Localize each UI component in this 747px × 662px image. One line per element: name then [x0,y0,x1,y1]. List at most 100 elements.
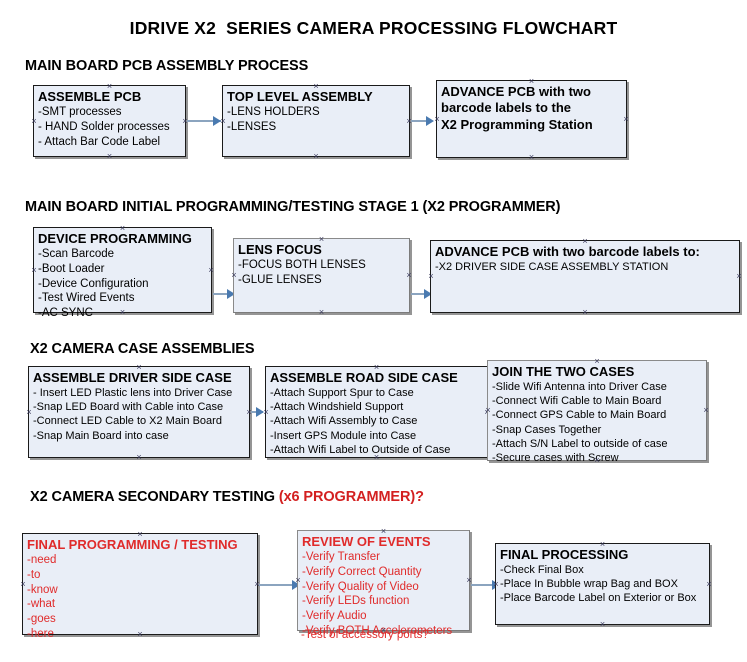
node-line: -Insert GPS Module into Case [270,429,417,442]
node-line: -GLUE LENSES [238,274,322,287]
connection-handle-left[interactable] [295,577,302,584]
connection-handle-left[interactable] [26,409,33,416]
node-line: -to [27,569,41,582]
node-line: -FOCUS BOTH LENSES [238,259,366,272]
connection-handle-top[interactable] [528,78,535,85]
node-advance-pcb-to-driver-side-case-station[interactable]: ADVANCE PCB with two barcode labels to: … [430,240,740,313]
connection-handle-bottom[interactable] [582,309,589,316]
node-assemble-pcb[interactable]: ASSEMBLE PCB -SMT processes - HAND Solde… [33,85,186,157]
connection-handle-top[interactable] [313,83,320,90]
node-line: -what [27,598,56,611]
node-review-of-events[interactable]: REVIEW OF EVENTS -Verify Transfer -Verif… [295,528,473,637]
node-line: -Device Configuration [38,277,149,290]
connection-handle-bottom[interactable] [594,457,601,464]
connection-handle-left[interactable] [434,116,441,123]
node-line: -Test Wired Events [38,292,135,305]
connection-handle-left[interactable] [263,409,270,416]
node-advance-pcb-to-x2-programming-station[interactable]: ADVANCE PCB with two barcode labels to t… [436,80,627,158]
connection-handle-left[interactable] [220,118,227,125]
node-line: - HAND Solder processes [38,121,170,134]
node-line: -Secure cases with Screw [492,451,619,464]
node-line: -need [27,554,57,567]
node-assemble-driver-side-case[interactable]: ASSEMBLE DRIVER SIDE CASE - Insert LED P… [28,366,250,458]
node-line: -Attach Windshield Support [270,401,404,414]
node-final-processing[interactable]: FINAL PROCESSING -Check Final Box -Place… [495,543,710,625]
connection-handle-top[interactable] [380,528,387,535]
connection-handle-bottom[interactable] [106,153,113,160]
node-line: -Connect LED Cable to X2 Main Board [33,415,222,428]
connection-handle-left[interactable] [493,581,500,588]
connection-handle-top[interactable] [136,364,143,371]
node-line: -know [27,583,58,596]
node-title: ASSEMBLE PCB [38,89,142,104]
node-line: -Slide Wifi Antenna into Driver Case [492,381,667,394]
connection-handle-top[interactable] [594,358,601,365]
node-line: -Snap LED Board with Cable into Case [33,401,224,414]
node-line: -Boot Loader [38,263,105,276]
arrowhead-icon [227,289,235,299]
connection-handle-top[interactable] [318,236,325,243]
connection-handle-top[interactable] [119,225,126,232]
connection-handle-bottom[interactable] [599,621,606,628]
node-title: LENS FOCUS [238,242,322,257]
section-heading-text: MAIN BOARD PCB ASSEMBLY PROCESS [25,58,309,74]
node-line: barcode labels to the [441,100,572,116]
node-join-the-two-cases[interactable]: JOIN THE TWO CASES -Slide Wifi Antenna i… [485,358,710,464]
node-title: TOP LEVEL ASSEMBLY [227,89,373,104]
connection-handle-top[interactable] [137,531,144,538]
connection-handle-right[interactable] [736,273,743,280]
connection-handle-bottom[interactable] [528,154,535,161]
connection-handle-top[interactable] [106,83,113,90]
connection-handle-top[interactable] [582,238,589,245]
node-line: -Attach S/N Label to outside of case [492,437,668,450]
node-title: ASSEMBLE ROAD SIDE CASE [270,370,458,385]
node-line: -Check Final Box [500,564,584,577]
connection-handle-bottom[interactable] [318,309,325,316]
connector-lens-focus-to-advance-pcb [411,293,427,295]
node-assemble-road-side-case[interactable]: ASSEMBLE ROAD SIDE CASE -Attach Support … [265,366,488,458]
connection-handle-bottom[interactable] [137,631,144,638]
connection-handle-bottom[interactable] [373,454,380,461]
node-line: -Verify Correct Quantity [302,566,422,579]
connection-handle-bottom[interactable] [136,454,143,461]
arrowhead-icon [256,407,264,417]
node-line: -Snap Cases Together [492,423,602,436]
connection-handle-right[interactable] [208,267,215,274]
arrowhead-icon [213,116,221,126]
connection-handle-bottom[interactable] [313,153,320,160]
connector-device-programming-to-lens-focus [213,293,231,295]
section-heading-main-board-initial-programming: MAIN BOARD INITIAL PROGRAMMING/TESTING S… [25,199,561,215]
node-line: -Verify Quality of Video [302,580,419,593]
connection-handle-left[interactable] [31,267,38,274]
arrowhead-icon [424,289,432,299]
node-line: -Verify Audio [302,610,367,623]
node-device-programming[interactable]: DEVICE PROGRAMMING -Scan Barcode -Boot L… [31,225,215,319]
node-final-programming-testing[interactable]: FINAL PROGRAMMING / TESTING -need -to -k… [20,531,258,640]
node-lens-focus[interactable]: LENS FOCUS -FOCUS BOTH LENSES -GLUE LENS… [233,238,410,313]
connection-handle-bottom[interactable] [119,309,126,316]
node-line-overflow: -Test of accessory ports? [301,629,429,641]
connection-handle-left[interactable] [20,581,27,588]
node-line: -goes [27,613,56,626]
node-title: FINAL PROCESSING [500,547,629,562]
node-title: JOIN THE TWO CASES [492,364,635,379]
connection-handle-right[interactable] [623,116,630,123]
arrowhead-icon [426,116,434,126]
connector-final-programming-to-review-of-events [259,584,299,586]
node-line: -here [27,627,54,640]
node-line: X2 Programming Station [441,116,593,132]
connection-handle-left[interactable] [231,272,238,279]
connection-handle-right[interactable] [703,407,710,414]
connection-handle-left[interactable] [428,273,435,280]
connection-handle-right[interactable] [406,272,413,279]
connection-handle-left[interactable] [485,407,492,414]
node-top-level-assembly[interactable]: TOP LEVEL ASSEMBLY -LENS HOLDERS -LENSES [222,85,410,157]
connection-handle-top[interactable] [599,541,606,548]
node-line: -LENS HOLDERS [227,106,320,119]
connection-handle-left[interactable] [31,118,38,125]
connection-handle-top[interactable] [373,364,380,371]
section-heading-main-board-pcb-assembly: MAIN BOARD PCB ASSEMBLY PROCESS [25,58,308,74]
connector-top-level-assembly-to-advance-pcb [411,120,429,122]
connection-handle-right[interactable] [466,577,473,584]
connection-handle-right[interactable] [706,581,713,588]
